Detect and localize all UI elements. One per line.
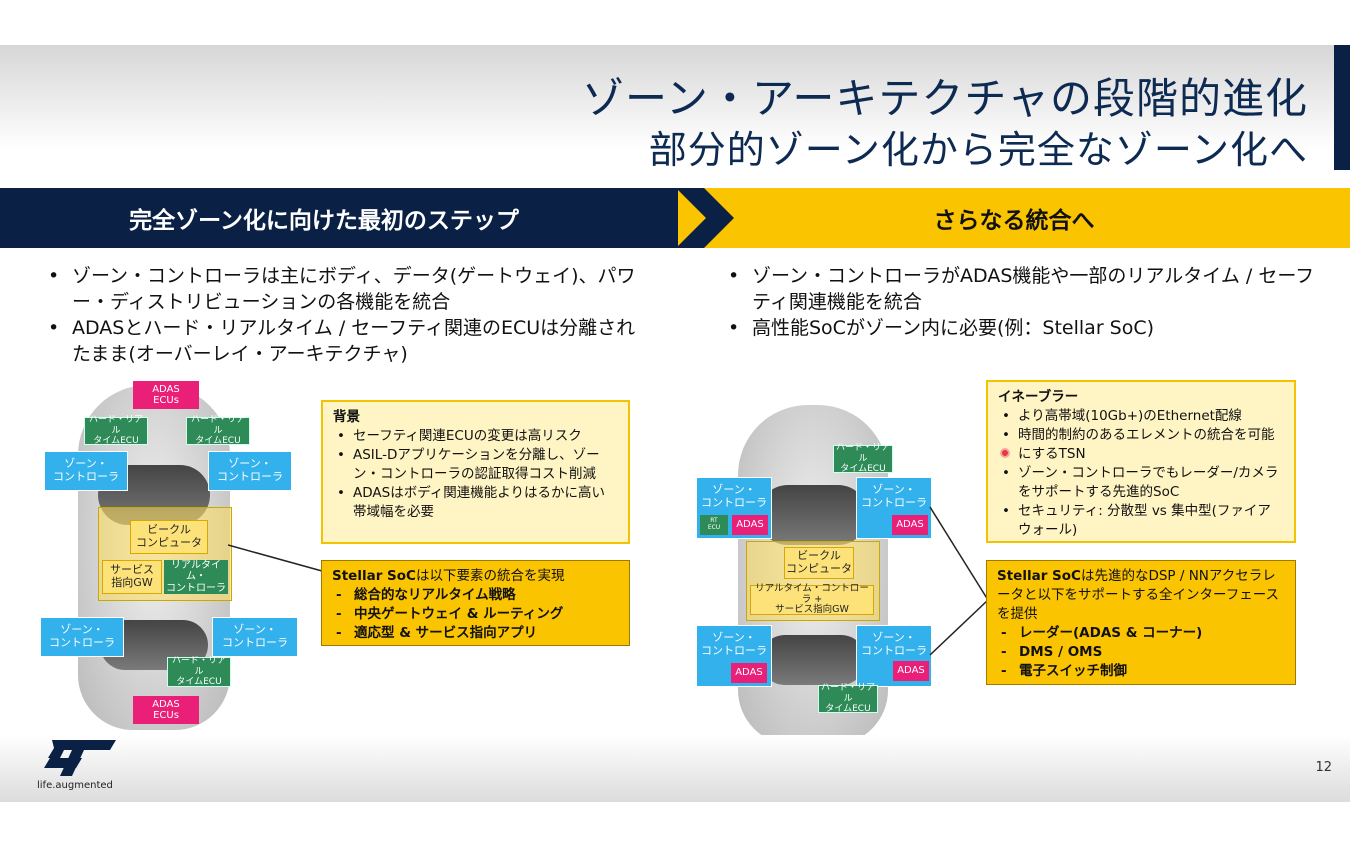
background-box-title: 背景: [333, 409, 360, 425]
stellar-item: 総合的なリアルタイム戦略: [332, 586, 619, 605]
enabler-item: 時間的制約のあるエレメントの統合を可能にするTSN: [998, 426, 1284, 464]
right-bullets: ゾーン・コントローラがADAS機能や一部のリアルタイム / セーフティ関連機能を…: [718, 263, 1318, 341]
left-hard-rt-ecu-right: ハード・リアル タイムECU: [186, 415, 250, 446]
right-rt-service-gw: リアルタイム・コントローラ + サービス指向GW: [750, 583, 874, 615]
background-item: ADASはボディ関連機能よりはるかに高い帯域幅を必要: [333, 484, 618, 522]
right-enabler-box: イネーブラー より高帯域(10Gb+)のEthernet配線 時間的制約のあるエ…: [986, 380, 1296, 543]
slide-title: ゾーン・アーキテクチャの段階的進化: [582, 74, 1308, 123]
enabler-item: セキュリティ: 分散型 vs 集中型(ファイアウォール): [998, 502, 1284, 540]
logo-tagline: life.augmented: [37, 780, 113, 791]
right-adas-br: ADAS: [893, 661, 929, 681]
page-number: 12: [1315, 760, 1332, 775]
enabler-box-title: イネーブラー: [998, 389, 1079, 405]
right-bullet-1: ゾーン・コントローラがADAS機能や一部のリアルタイム / セーフティ関連機能を…: [718, 263, 1318, 315]
stellar-box-title: は以下要素の統合を実現: [415, 568, 565, 584]
cursor-dot-icon: [1000, 448, 1010, 458]
band-further-integration: さらなる統合へ: [678, 188, 1350, 248]
right-stellar-box: Stellar SoCは先進的なDSP / NNアクセラレータと以下をサポートす…: [986, 560, 1296, 685]
stellar-soc-label: Stellar SoC: [997, 568, 1081, 584]
left-zone-controller-br: ゾーン・ コントローラ: [212, 617, 298, 657]
stellar-soc-label: Stellar SoC: [332, 568, 416, 584]
background-item: ASIL-Dアプリケーションを分離し、ゾーン・コントローラの認証取得コスト削減: [333, 446, 618, 484]
enabler-item: ゾーン・コントローラでもレーダー/カメラをサポートする先進的SoC: [998, 464, 1284, 502]
right-bullet-2: 高性能SoCがゾーン内に必要(例：Stellar SoC): [718, 315, 1318, 341]
footer-gradient: [0, 735, 1350, 802]
left-hard-rt-ecu-bottom: ハード・リアル タイムECU: [167, 656, 231, 687]
right-adas-tr: ADAS: [892, 515, 928, 535]
car-right-windshield: [758, 485, 868, 545]
stellar-item: 電子スイッチ制御: [997, 662, 1285, 681]
slide: ゾーン・アーキテクチャの段階的進化 部分的ゾーン化から完全なゾーン化へ 完全ゾー…: [0, 45, 1350, 802]
slide-subtitle: 部分的ゾーン化から完全なゾーン化へ: [648, 128, 1308, 172]
enabler-item: より高帯域(10Gb+)のEthernet配線: [998, 407, 1284, 426]
car-right-rear-window: [760, 635, 866, 685]
right-connector-lines: [929, 506, 989, 656]
transition-arrow-icon: [676, 188, 734, 248]
header-gradient: [0, 45, 1350, 185]
band-first-step: 完全ゾーン化に向けた最初のステップ: [0, 188, 678, 248]
left-bullet-2: ADASとハード・リアルタイム / セーフティ関連のECUは分離されたまま(オー…: [38, 315, 648, 367]
left-vehicle-computer: ビークル コンピュータ: [130, 520, 208, 554]
st-logo-icon: [44, 740, 116, 776]
left-zone-controller-bl: ゾーン・ コントローラ: [40, 617, 124, 657]
stellar-item: DMS / OMS: [997, 643, 1285, 662]
right-hard-rt-ecu-bottom: ハード・リアル タイムECU: [818, 683, 878, 714]
right-adas-tl: ADAS: [732, 515, 768, 535]
stellar-item: レーダー(ADAS & コーナー): [997, 624, 1285, 643]
stellar-box-title: は先進的なDSP / NNアクセラレータと以下をサポートする全インターフェースを…: [997, 568, 1280, 622]
left-rt-controller: リアルタイム・ コントローラ: [164, 559, 228, 594]
left-hard-rt-ecu-left: ハード・リアル タイムECU: [84, 415, 148, 446]
left-adas-ecus-top: ADAS ECUs: [133, 381, 199, 409]
left-background-box: 背景 セーフティ関連ECUの変更は高リスク ASIL-Dアプリケーションを分離し…: [321, 400, 630, 544]
stellar-item: 中央ゲートウェイ & ルーティング: [332, 605, 619, 624]
left-bullet-1: ゾーン・コントローラは主にボディ、データ(ゲートウェイ)、パワー・ディストリビュ…: [38, 263, 648, 315]
left-zone-controller-tl: ゾーン・ コントローラ: [44, 451, 128, 491]
right-hard-rt-ecu-top: ハード・リアル タイムECU: [833, 443, 893, 474]
right-rt-ecu: RT ECU: [700, 515, 728, 535]
left-bullets: ゾーン・コントローラは主にボディ、データ(ゲートウェイ)、パワー・ディストリビュ…: [38, 263, 648, 367]
left-connector-line: [228, 544, 323, 572]
background-item: セーフティ関連ECUの変更は高リスク: [333, 427, 618, 446]
left-service-gw: サービス 指向GW: [102, 560, 162, 594]
left-adas-ecus-bottom: ADAS ECUs: [133, 696, 199, 724]
left-stellar-box: Stellar SoCは以下要素の統合を実現 総合的なリアルタイム戦略 中央ゲー…: [321, 560, 630, 646]
right-adas-bl: ADAS: [731, 663, 767, 683]
title-accent-bar: [1334, 45, 1350, 170]
stellar-item: 適応型 & サービス指向アプリ: [332, 624, 619, 643]
right-vehicle-computer: ビークル コンピュータ: [784, 547, 854, 579]
left-zone-controller-tr: ゾーン・ コントローラ: [208, 451, 292, 491]
